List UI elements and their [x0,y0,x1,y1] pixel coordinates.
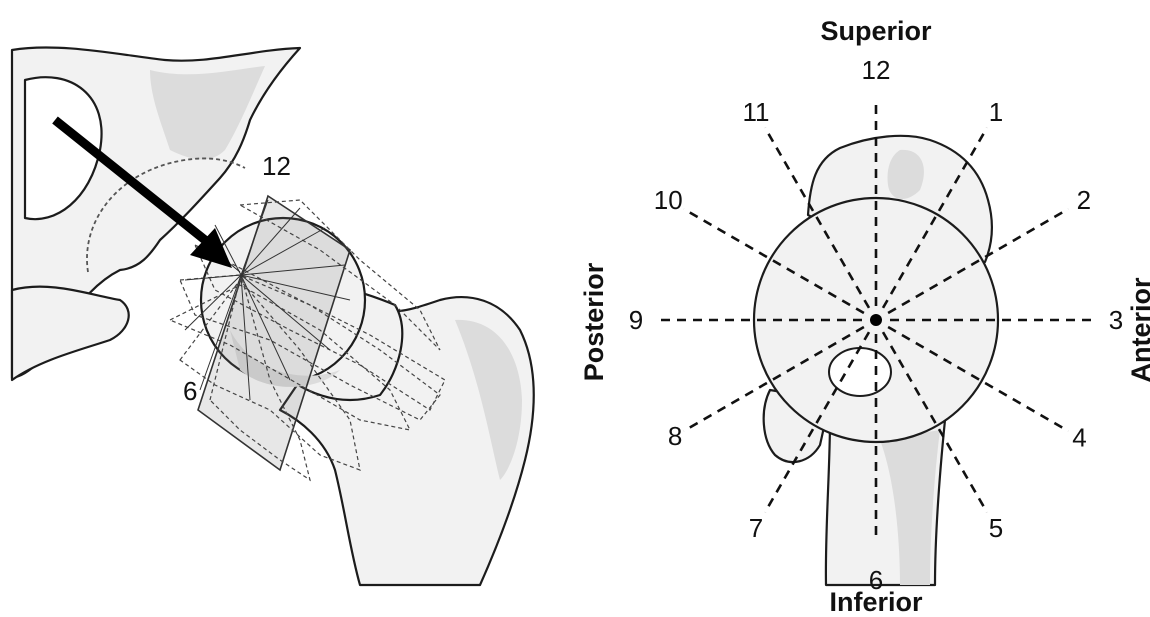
left-label-6: 6 [183,376,197,406]
clock-number-2: 2 [1077,185,1091,215]
label-posterior: Posterior [579,262,609,381]
clock-number-7: 7 [749,513,763,543]
clock-number-8: 8 [668,421,682,451]
clock-number-9: 9 [629,305,643,335]
left-label-12: 12 [262,151,291,181]
clock-number-5: 5 [989,513,1003,543]
clock-number-3: 3 [1109,305,1123,335]
fovea [829,348,891,396]
pubic-ramus [12,287,129,380]
left-hip-illustration: 12 6 [12,47,534,585]
clock-number-10: 10 [654,185,683,215]
clock-number-11: 11 [743,97,770,127]
label-anterior: Anterior [1126,277,1150,383]
label-inferior: Inferior [829,587,923,617]
clock-number-12: 12 [862,55,891,85]
clock-number-4: 4 [1072,423,1086,453]
label-superior: Superior [820,16,932,46]
clock-number-1: 1 [989,97,1003,127]
center-point [870,314,882,326]
